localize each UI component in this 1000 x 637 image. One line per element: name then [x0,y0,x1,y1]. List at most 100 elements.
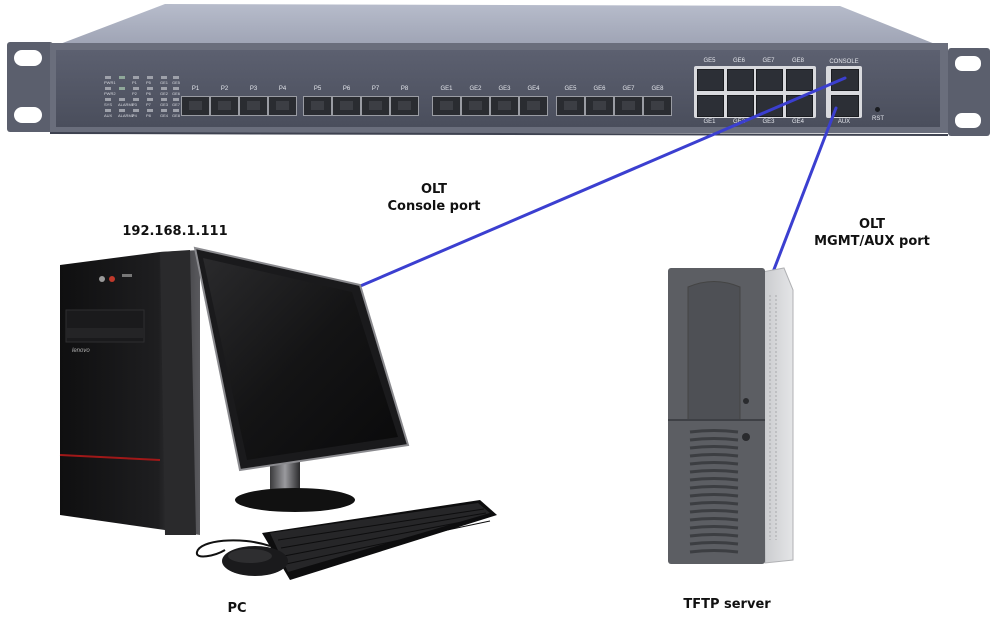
server-vent-slot [689,493,739,498]
aux-port[interactable] [831,95,859,117]
sfp-port[interactable] [585,96,614,116]
sfp-port[interactable] [210,96,239,116]
sfp-port[interactable] [390,96,419,116]
port-label: P1 [191,86,200,92]
pc-tower: lenovo [59,250,200,535]
led-label: GE5 [172,80,181,85]
led-label: P5 [146,80,151,85]
status-led [105,76,111,79]
status-led [119,76,125,79]
status-led [119,87,125,90]
server-vent-slot [689,549,739,554]
rj45-port[interactable] [785,69,813,91]
pc-label: PC [227,601,247,616]
port-label: GE2 [469,86,482,92]
olt-top-surface [60,4,940,46]
right-rack-ear [948,48,990,136]
console-link-label-line2: Console port [387,199,481,214]
rj45-port[interactable] [697,69,724,91]
sfp-port[interactable] [519,96,548,116]
status-led [173,87,179,90]
server-vent-slot [689,453,739,458]
server-vent-slot [689,437,739,442]
server-vent-slot [689,461,739,466]
sfp-port[interactable] [361,96,390,116]
port-label: GE4 [791,119,804,125]
status-led [161,76,167,79]
rj45-port[interactable] [726,95,754,117]
left-rack-ear [7,42,53,132]
status-led [173,109,179,112]
console-cable [356,76,847,289]
sfp-port[interactable] [239,96,268,116]
port-label: P5 [313,86,322,92]
pc-illustration: lenovo [59,246,497,580]
led-label: P6 [146,91,151,96]
port-label: GE1 [440,86,453,92]
status-led [133,87,139,90]
status-led [105,87,111,90]
port-label: GE8 [651,86,664,92]
sfp-port[interactable] [490,96,519,116]
pc-mouse [195,539,288,576]
status-led [173,76,179,79]
status-led [105,109,111,112]
led-label: GE2 [160,91,169,96]
reset-label: RST [872,116,884,122]
sfp-port[interactable] [556,96,585,116]
status-led [119,98,125,101]
sfp-port[interactable] [614,96,643,116]
port-label: GE4 [527,86,540,92]
status-led [161,109,167,112]
status-led [133,109,139,112]
sfp-port[interactable] [461,96,490,116]
port-label: P2 [220,86,229,92]
port-label: P4 [278,86,287,92]
port-label: GE5 [564,86,577,92]
sfp-port[interactable] [332,96,361,116]
led-label: P2 [132,91,137,96]
pc-keyboard [262,500,497,580]
port-label: GE6 [593,86,606,92]
sfp-port[interactable] [268,96,297,116]
led-label: AUX [104,113,113,118]
rj45-port[interactable] [756,69,783,91]
server-vent-slot [689,541,739,546]
led-label: GE1 [160,80,169,85]
server-vent-slot [689,445,739,450]
port-label: GE5 [703,58,716,64]
mgmt-link-label-line2: MGMT/AUX port [814,234,930,249]
sfp-port[interactable] [181,96,210,116]
aux-cable [771,106,838,274]
led-label: P7 [146,102,151,107]
console-aux-block [826,66,862,118]
status-led [133,76,139,79]
sfp-port[interactable] [432,96,461,116]
reset-button[interactable] [875,107,880,112]
status-led [147,109,153,112]
pc-monitor [193,246,410,512]
port-label: GE6 [732,58,745,64]
rj45-port[interactable] [726,69,754,91]
port-label: P7 [371,86,380,92]
led-label: PWR2 [104,91,116,96]
sfp-port[interactable] [643,96,672,116]
status-led [147,98,153,101]
port-label: GE1 [703,119,716,125]
sfp-port[interactable] [303,96,332,116]
console-port-label: CONSOLE [829,59,859,65]
console-port[interactable] [831,69,859,91]
server-vent-slot [689,525,739,530]
port-label: P3 [249,86,258,92]
port-label: P8 [400,86,409,92]
server-vent-slot [689,501,739,506]
port-label: GE3 [498,86,511,92]
aux-port-label: AUX [837,119,851,125]
led-label: ALARM1 [118,102,135,107]
led-label: PWR1 [104,80,116,85]
rj45-port[interactable] [697,95,724,117]
